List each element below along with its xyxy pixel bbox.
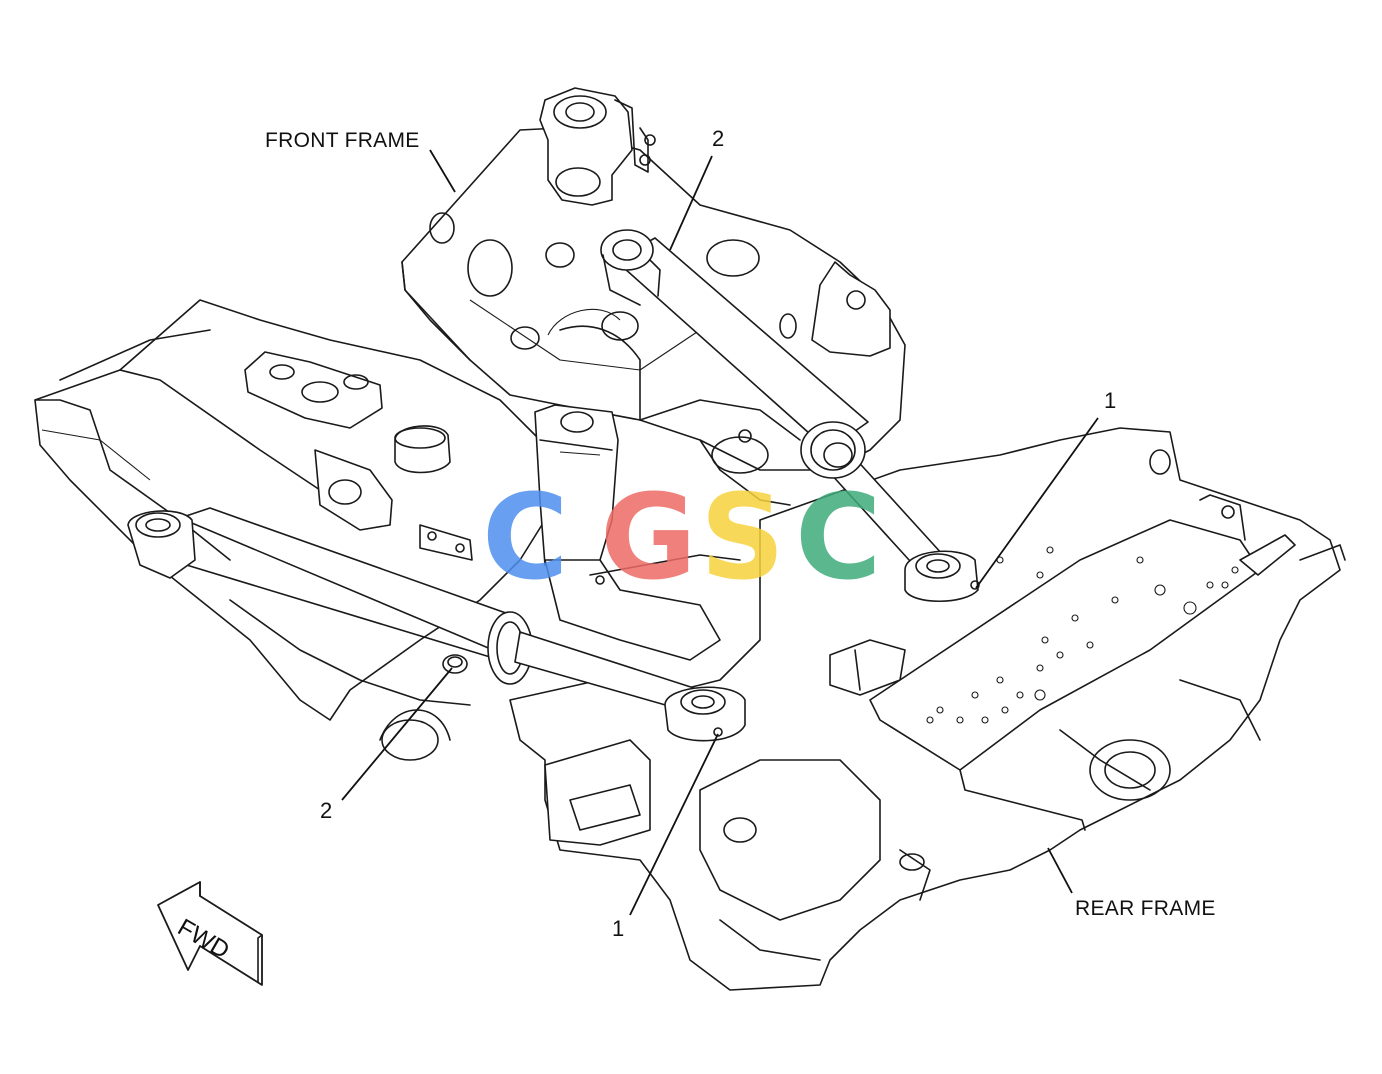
watermark-letter-c2: C	[795, 468, 882, 606]
callout-2-left: 2	[320, 798, 332, 823]
front-frame-leader	[429, 149, 456, 193]
fwd-arrow-icon: FWD	[157, 881, 263, 986]
center-hitch-drawing	[534, 404, 741, 661]
watermark-letter-c1: C	[482, 468, 569, 606]
callout-1-bottom-leader	[629, 733, 719, 916]
rear-frame-drawing	[509, 427, 1346, 991]
rear-frame-leader	[1047, 847, 1073, 894]
cgsc-watermark: C G S C	[482, 468, 882, 606]
front-frame-label: FRONT FRAME	[265, 129, 420, 152]
left-frame-arm-drawing	[34, 299, 546, 761]
callout-2-top: 2	[712, 126, 724, 151]
deck-holes	[926, 546, 1239, 724]
steering-cylinder-upper	[600, 229, 980, 603]
callout-2-left-leader	[341, 667, 453, 801]
watermark-letter-g: G	[600, 468, 697, 606]
callout-2-top-leader	[669, 155, 713, 251]
callout-1-bottom: 1	[612, 916, 624, 941]
rear-frame-label: REAR FRAME	[1075, 897, 1216, 920]
callout-1-right: 1	[1104, 388, 1116, 413]
watermark-letter-s: S	[700, 468, 785, 606]
callout-1-right-leader	[975, 417, 1099, 589]
steering-cylinder-lower	[127, 507, 746, 742]
